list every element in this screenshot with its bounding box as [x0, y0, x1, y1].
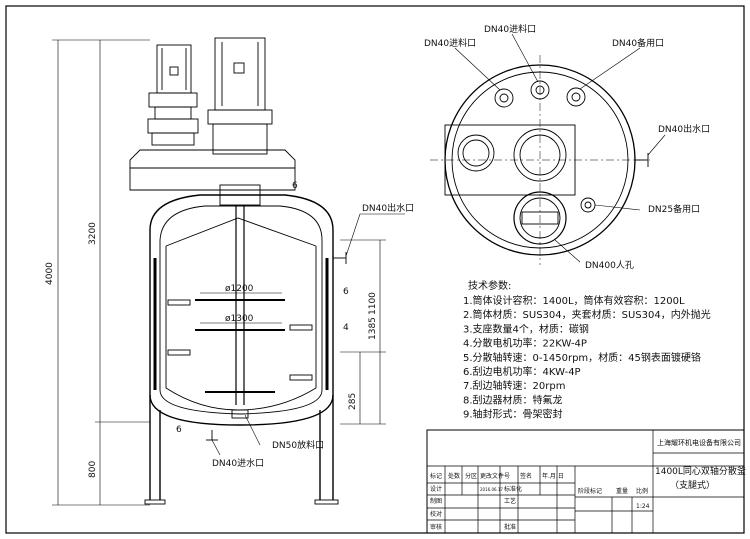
tb-ratio-label: 比例 — [636, 487, 648, 495]
nozzle-spare40 — [566, 87, 586, 107]
tb-left-label: 审核 — [430, 523, 442, 531]
nozzle-feed1 — [494, 88, 514, 108]
tb-stage-label: 阶段标记 — [578, 487, 602, 495]
label-top-outlet40: DN40出水口 — [658, 123, 710, 135]
spec-item: 7.刮边轴转速：20rpm — [463, 379, 565, 392]
tb-rev-date: 2016.06.17 — [480, 487, 503, 492]
callout-dn50-drain: DN50放料口 — [272, 439, 324, 451]
callout-dn40-inlet: DN40进水口 — [212, 457, 264, 469]
specs-title: 技术参数: — [468, 279, 511, 292]
spec-item: 5.分散轴转速：0-1450rpm，材质：45钢表面镀硬铬 — [463, 351, 701, 364]
dim-thickness-4: 4 — [343, 323, 349, 333]
label-top-manhole: DN400人孔 — [585, 260, 634, 271]
tb-row-labels: 标记处数分区更改文件号 签名 年.月.日 — [430, 472, 564, 480]
dim-285: 285 — [348, 393, 358, 410]
tb-mid-label: 工艺 — [504, 497, 516, 505]
motor-right — [214, 37, 266, 111]
title-block — [426, 429, 745, 534]
tb-left-label: 设计 — [430, 485, 442, 493]
dim-800: 800 — [88, 461, 98, 478]
tb-row-label: 签名 — [520, 472, 532, 480]
motor-base-plate — [444, 124, 576, 196]
top-view — [430, 55, 650, 265]
label-top-spare25: DN25备用口 — [648, 203, 700, 215]
tb-scale: 1:24 — [636, 503, 650, 510]
spec-item: 2.筒体材质：SUS304，夹套材质：SUS304，内外抛光 — [463, 308, 711, 321]
tb-company: 上海耀环机电设备有限公司 — [657, 438, 741, 447]
front-view — [129, 37, 347, 505]
tb-weight-label: 重量 — [616, 487, 628, 495]
dim-thickness-6: 6 — [343, 287, 349, 297]
dimension-lines — [52, 39, 405, 506]
tb-subtitle: （支腿式） — [670, 479, 715, 491]
dim-1100: 1100 — [368, 292, 378, 315]
dim-3200: 3200 — [88, 222, 98, 245]
tb-mid-label: 标准化 — [504, 485, 522, 493]
specs-list: 1.筒体设计容积：1400L，筒体有效容积：1200L2.筒体材质：SUS304… — [463, 294, 711, 421]
spec-item: 4.分散电机功率：22KW-4P — [463, 337, 587, 350]
tb-row-label: 分区 — [465, 472, 477, 480]
spec-item: 3.支座数量4个，材质：碳钢 — [463, 322, 589, 335]
top-view-leaders — [454, 33, 666, 263]
tb-left-label: 制图 — [430, 497, 442, 505]
dim-1385: 1385 — [368, 317, 378, 340]
tb-row-label: 年.月.日 — [542, 472, 564, 480]
tb-title: 1400L同心双轴分散釜 — [655, 465, 746, 477]
tb-left-label: 校对 — [430, 510, 442, 518]
spec-item: 6.刮边电机功率：4KW-4P — [463, 365, 581, 378]
dim-thickness-top: 6 — [292, 181, 298, 191]
tb-mid-label: 批准 — [504, 523, 516, 531]
dim-4000: 4000 — [45, 262, 55, 285]
dim-dia-1300: ø1300 — [225, 314, 254, 324]
label-top-feed1: DN40进料口 — [424, 37, 476, 49]
dim-dia-1200: ø1200 — [225, 284, 254, 294]
tb-row-label: 标记 — [430, 472, 442, 480]
nozzle-spare25 — [580, 197, 596, 213]
manhole — [513, 191, 567, 245]
spec-item: 8.刮边器材质：特氟龙 — [463, 393, 563, 406]
vessel-shell — [149, 194, 334, 426]
tb-row-label: 处数 — [448, 472, 460, 480]
dim-thickness-bottom: 6 — [176, 425, 182, 435]
drawing-border — [5, 5, 745, 534]
tb-row-label: 更改文件号 — [480, 472, 510, 480]
spec-item: 9.轴封形式：骨架密封 — [463, 408, 563, 421]
nozzle-feed2 — [530, 80, 550, 100]
label-top-spare40: DN40备用口 — [612, 37, 664, 49]
label-top-feed2: DN40进料口 — [484, 23, 536, 35]
spec-item: 1.筒体设计容积：1400L，筒体有效容积：1200L — [463, 294, 685, 307]
callout-dn40-outlet: DN40出水口 — [362, 202, 414, 214]
